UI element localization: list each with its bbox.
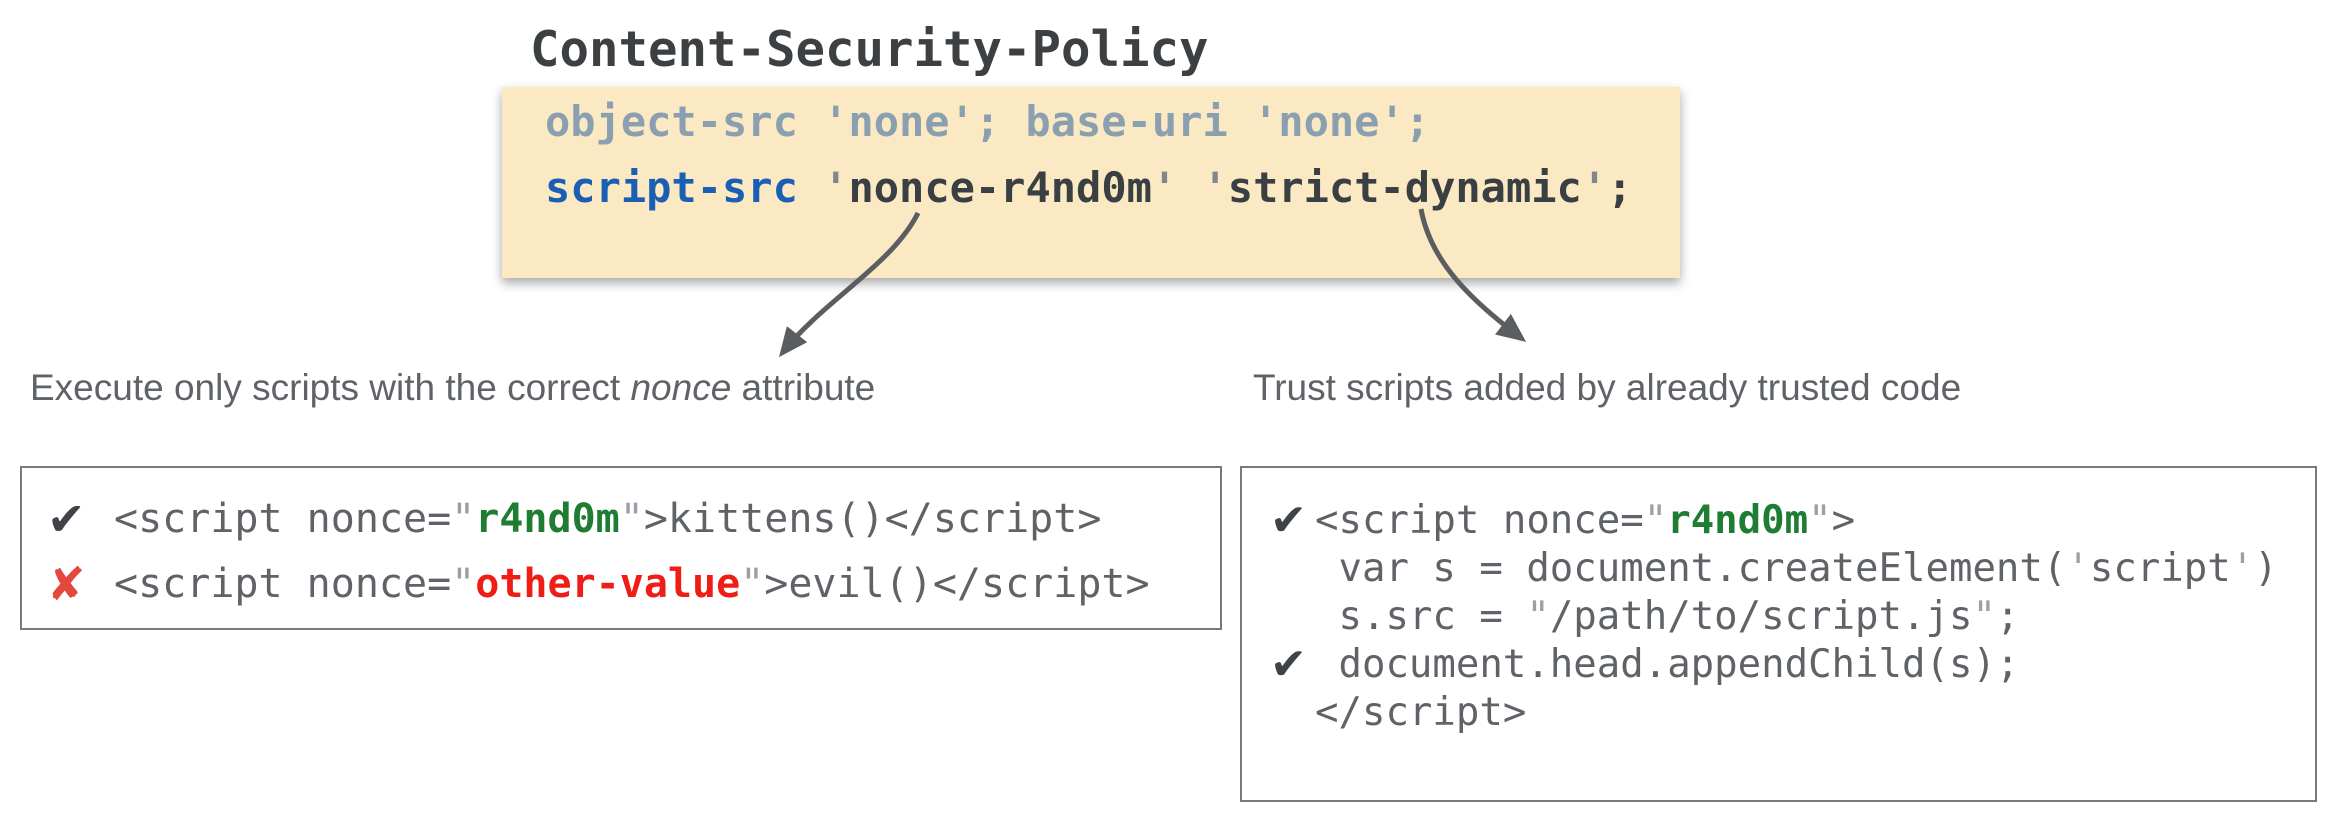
text-segment xyxy=(1177,163,1202,212)
text-segment: " xyxy=(1972,593,1996,639)
code-text: <script nonce="r4nd0m"> xyxy=(1315,498,1855,543)
text-segment: " xyxy=(1643,497,1668,543)
text-segment: </script> xyxy=(1315,689,1527,735)
text-segment: ; xyxy=(1995,593,2020,639)
text-segment: script-src xyxy=(545,163,798,212)
text-segment: Execute only scripts with the correct xyxy=(30,367,631,408)
text-segment: other-value xyxy=(475,560,741,607)
csp-policy-box: object-src 'none'; base-uri 'none'; scri… xyxy=(502,87,1680,278)
text-segment: ' xyxy=(2230,545,2255,591)
code-line: var s = document.createElement('script') xyxy=(1270,544,2315,592)
strict-dynamic-example-box: ✔<script nonce="r4nd0m"> var s = documen… xyxy=(1240,466,2317,802)
text-segment: script xyxy=(2089,545,2231,591)
code-line: ✔<script nonce="r4nd0m"> xyxy=(1270,494,2315,546)
text-segment: document.head.appendChild(s); xyxy=(1315,641,2020,687)
code-text: var s = document.createElement('script') xyxy=(1315,545,2278,591)
code-line: ✘<script nonce="other-value">evil()</scr… xyxy=(47,551,1220,616)
text-segment: Trust scripts added by already trusted c… xyxy=(1253,367,1962,408)
text-segment: var s = document.createElement( xyxy=(1315,545,2067,591)
code-text: s.src = "/path/to/script.js"; xyxy=(1315,594,2019,639)
text-segment: " xyxy=(451,560,476,607)
text-segment: ' xyxy=(1581,163,1608,212)
code-line: ✔ document.head.appendChild(s); xyxy=(1270,638,2315,690)
text-segment: > xyxy=(1831,497,1856,543)
cross-icon: ✘ xyxy=(47,556,86,611)
right-annotation: Trust scripts added by already trusted c… xyxy=(1253,366,1961,410)
check-icon: ✔ xyxy=(1270,638,1307,690)
check-icon: ✔ xyxy=(47,491,86,546)
policy-line-script-src: script-src 'nonce-r4nd0m' 'strict-dynami… xyxy=(545,155,1680,221)
code-line: s.src = "/path/to/script.js"; xyxy=(1270,592,2315,640)
text-segment: <script nonce= xyxy=(114,560,452,607)
text-segment: >kittens()</script> xyxy=(643,495,1102,542)
check-icon: ✔ xyxy=(1270,494,1307,546)
text-segment: " xyxy=(740,560,765,607)
text-segment: <script nonce= xyxy=(1315,497,1644,543)
text-segment xyxy=(798,163,823,212)
text-segment: " xyxy=(1808,497,1832,543)
text-segment: s.src = xyxy=(1315,593,1527,639)
nonce-example-box: ✔<script nonce="r4nd0m">kittens()</scrip… xyxy=(20,466,1222,630)
text-segment: " xyxy=(1526,593,1550,639)
text-segment: r4nd0m xyxy=(475,495,620,542)
code-text: <script nonce="other-value">evil()</scri… xyxy=(114,561,1150,607)
text-segment: strict-dynamic xyxy=(1227,163,1582,212)
text-segment: object-src 'none'; base-uri 'none'; xyxy=(545,97,1431,146)
code-text: </script> xyxy=(1315,690,1526,735)
code-line: </script> xyxy=(1270,688,2315,736)
text-segment: " xyxy=(451,495,476,542)
text-segment: /path/to/script.js xyxy=(1549,593,1973,639)
text-segment: ' xyxy=(2066,545,2090,591)
code-line: ✔<script nonce="r4nd0m">kittens()</scrip… xyxy=(47,486,1220,551)
policy-line-object-src: object-src 'none'; base-uri 'none'; xyxy=(545,89,1680,155)
text-segment: ) xyxy=(2254,545,2278,591)
text-segment: attribute xyxy=(731,367,876,408)
text-segment: ' xyxy=(1202,163,1228,212)
text-segment: nonce xyxy=(630,367,732,408)
code-text: document.head.appendChild(s); xyxy=(1315,642,2019,687)
text-segment: >evil()</script> xyxy=(764,560,1150,607)
text-segment: r4nd0m xyxy=(1667,497,1809,543)
code-text: <script nonce="r4nd0m">kittens()</script… xyxy=(114,496,1101,542)
text-segment: ; xyxy=(1607,163,1633,212)
text-segment: <script nonce= xyxy=(114,495,452,542)
left-annotation: Execute only scripts with the correct no… xyxy=(30,366,875,410)
text-segment: ' xyxy=(1151,163,1178,212)
text-segment: ' xyxy=(823,163,849,212)
text-segment: nonce-r4nd0m xyxy=(848,163,1152,212)
text-segment: " xyxy=(619,495,644,542)
page-title: Content-Security-Policy xyxy=(530,21,1209,78)
